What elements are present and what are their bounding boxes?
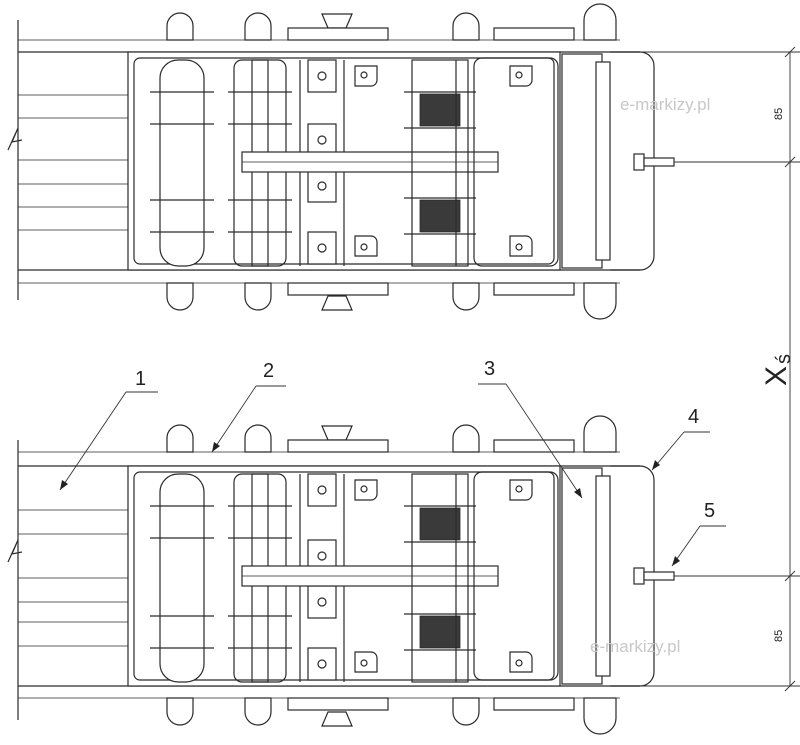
roller-bottom xyxy=(150,473,214,683)
label-2: 2 xyxy=(263,360,274,382)
label-3: 3 xyxy=(484,358,495,380)
watermark-top: e-markizy.pl xyxy=(620,95,710,114)
label-5: 5 xyxy=(704,500,715,522)
dimension-bottom-85: 85 xyxy=(773,630,785,642)
caps-bottom xyxy=(166,415,617,735)
mechanism-top: e-markizy.pl xyxy=(7,3,710,320)
gear-block-bottom xyxy=(404,473,476,683)
dimensions: 85 85 X ś xyxy=(640,46,800,692)
mechanism-bottom: e-markizy.pl xyxy=(7,415,680,735)
label-1: 1 xyxy=(135,368,146,390)
dimension-xs-main: X xyxy=(760,366,793,386)
label-4: 4 xyxy=(688,406,699,428)
caps-top xyxy=(166,3,617,320)
callouts: 1 2 3 4 5 xyxy=(59,358,726,567)
dimension-xs: X ś xyxy=(760,354,795,386)
dimension-xs-sub: ś xyxy=(773,354,795,364)
roller-top xyxy=(150,59,214,267)
watermark-bottom: e-markizy.pl xyxy=(590,637,680,656)
gear-block-top xyxy=(404,59,476,267)
dimension-top-85: 85 xyxy=(773,108,785,120)
